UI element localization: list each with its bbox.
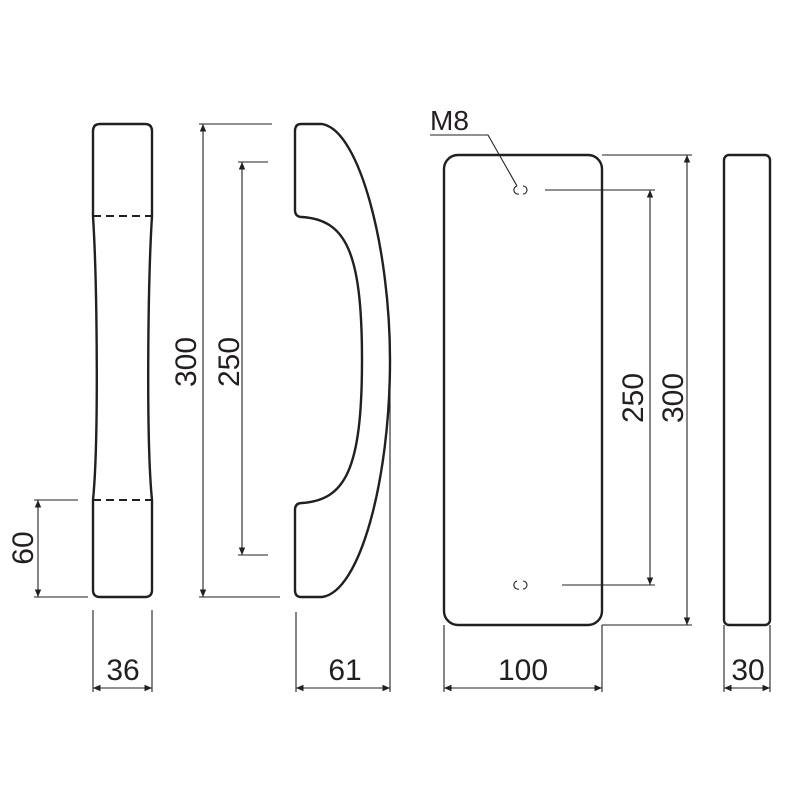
side-view: 300 250 61: [170, 122, 392, 692]
base-plate-outline: [442, 153, 604, 627]
front-view: 60 36: [7, 122, 154, 692]
handle-side-outline: [293, 122, 392, 599]
mounting-hole-bottom: [513, 580, 528, 590]
dimension-label-30: 30: [731, 654, 764, 687]
dimension-label-250-plate: 250: [617, 373, 650, 423]
plate-edge-view: 30: [722, 153, 772, 692]
dimension-label-250: 250: [213, 337, 246, 387]
handle-front-outline: [91, 122, 154, 599]
dimension-label-300-plate: 300: [657, 373, 690, 423]
plate-edge-outline: [722, 153, 772, 627]
dimension-label-60: 60: [7, 531, 40, 564]
m8-leader-line: [430, 134, 518, 187]
dimension-label-300: 300: [170, 337, 203, 387]
dimension-label-61: 61: [328, 654, 361, 687]
dimension-label-100: 100: [498, 654, 548, 687]
mounting-hole-top: [513, 185, 528, 195]
thread-label-m8: M8: [430, 105, 469, 136]
base-plate-view: M8 250 300 100: [430, 105, 692, 692]
dimension-label-36: 36: [106, 654, 139, 687]
